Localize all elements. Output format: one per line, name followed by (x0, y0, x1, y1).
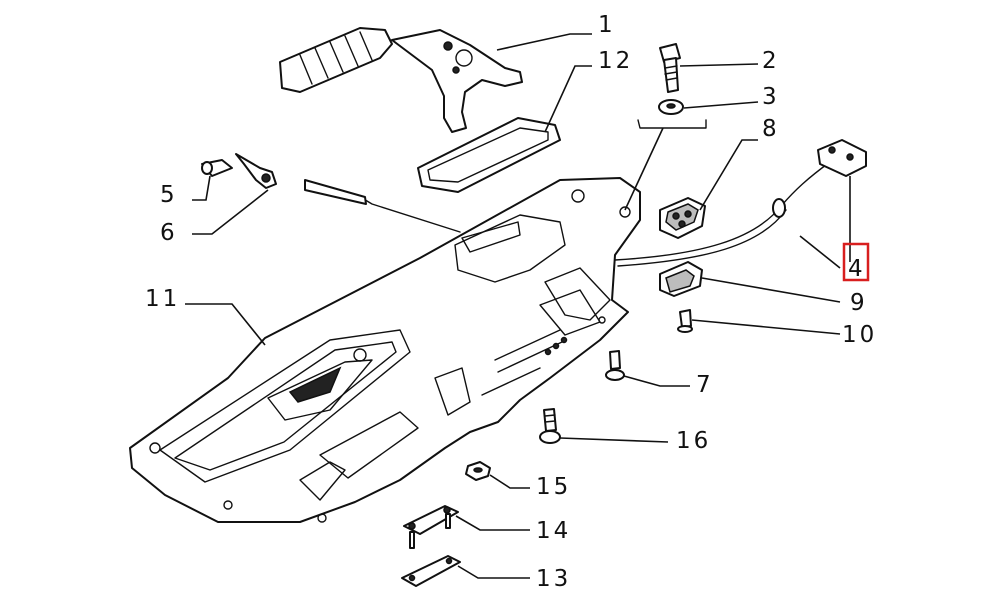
part-8-grommet-block (659, 197, 706, 239)
callout-4: 4 (848, 256, 866, 282)
part-13-plate (401, 555, 461, 587)
leader-6 (192, 189, 269, 235)
part-11-cover-plate (129, 177, 641, 523)
leader-4a (799, 235, 841, 269)
callout-14: 14 (536, 518, 571, 544)
leader-7 (623, 375, 690, 387)
callout-16: 16 (676, 428, 711, 454)
leader-16 (559, 437, 669, 443)
leader-3 (683, 101, 759, 109)
part-12-lever-boot (417, 117, 561, 193)
part-3-washer (658, 99, 684, 115)
leader-lines (185, 33, 851, 579)
leader-11 (185, 303, 266, 346)
part-16-bolt (539, 408, 561, 444)
callout-9: 9 (850, 290, 868, 316)
callout-1: 1 (598, 12, 616, 38)
part-4-cable-end (817, 139, 867, 177)
leader-10 (691, 319, 841, 335)
callout-8: 8 (762, 116, 780, 142)
callout-3: 3 (762, 84, 780, 110)
callout-2: 2 (762, 48, 780, 74)
callout-13: 13 (536, 566, 571, 592)
part-1-handbrake-lever (279, 27, 523, 133)
part-15-nut (465, 461, 491, 481)
callout-11: 11 (145, 286, 180, 312)
part-6-spring-clip (235, 153, 277, 189)
callout-12: 12 (598, 48, 633, 74)
part-10-screw (677, 309, 693, 333)
leader-1 (496, 33, 592, 51)
part-7-screw (605, 350, 625, 381)
handbrake-cable (304, 161, 831, 267)
leader-13 (457, 565, 530, 579)
leader-9 (701, 277, 841, 303)
callout-6: 6 (160, 220, 178, 246)
callout-10: 10 (842, 322, 877, 348)
part-5-pin (201, 159, 233, 177)
callout-15: 15 (536, 474, 571, 500)
callout-labels: 1 12 2 3 8 4 9 10 7 16 15 14 13 5 6 11 (145, 12, 877, 592)
callout-7: 7 (696, 372, 714, 398)
leader-8 (699, 139, 758, 211)
leader-15 (489, 474, 530, 489)
leader-12 (544, 65, 592, 133)
part-14-stud-bracket (403, 505, 459, 549)
leader-14 (455, 515, 530, 531)
leader-2 (679, 63, 759, 67)
leader-rod (624, 127, 664, 211)
callout-5: 5 (160, 182, 178, 208)
callout-4-highlight-box (842, 242, 870, 282)
part-2-bolt (659, 43, 681, 93)
leader-5 (192, 175, 211, 201)
bracket-marker (637, 119, 707, 129)
part-9-clip (659, 261, 703, 297)
